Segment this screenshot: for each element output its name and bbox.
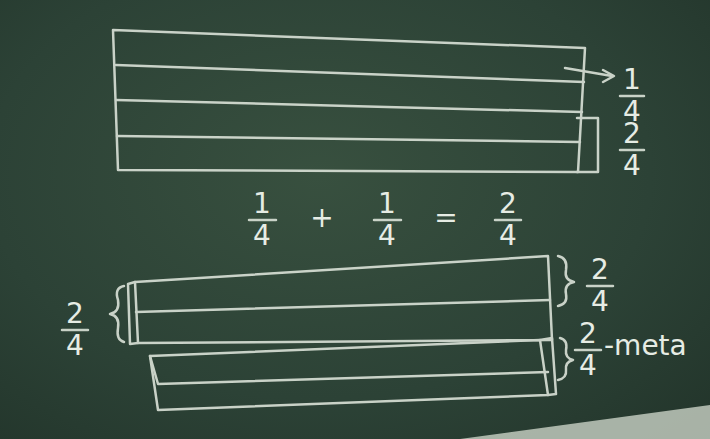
strip-edge <box>150 356 548 384</box>
brace <box>558 256 574 306</box>
brace <box>558 338 573 380</box>
chalk-label: 2 <box>591 256 609 284</box>
chalk-label: 4 <box>499 222 517 250</box>
brace <box>110 286 124 342</box>
chalk-label: 2 <box>623 120 641 148</box>
strip-end <box>540 338 556 395</box>
chalk-label: 1 <box>623 66 641 94</box>
chalk-label: 1 <box>378 190 396 218</box>
chalk-label: 4 <box>579 352 597 380</box>
two-quarter-strip <box>150 340 548 410</box>
chalk-label: = <box>434 204 457 232</box>
chalk-label: 2 <box>66 300 84 328</box>
bracket <box>577 118 598 172</box>
quarter-line <box>116 100 582 112</box>
chalk-label: 4 <box>591 288 609 316</box>
chalk-label: + <box>310 204 333 232</box>
board-ledge <box>460 405 710 439</box>
chalk-label: -meta <box>604 332 687 360</box>
whole-rectangle <box>113 30 585 172</box>
chalk-label: 1 <box>253 190 271 218</box>
chalk-label: 4 <box>623 152 641 180</box>
quarter-line <box>136 300 550 312</box>
chalk-label: 4 <box>378 222 396 250</box>
two-quarter-strip <box>135 256 552 343</box>
strip-end <box>128 282 138 344</box>
quarter-line <box>116 65 584 82</box>
chalk-label: 4 <box>66 332 84 360</box>
chalk-label: 2 <box>579 320 597 348</box>
chalk-label: 4 <box>253 222 271 250</box>
fraction-bar <box>62 96 644 350</box>
chalk-label: 2 <box>499 190 517 218</box>
quarter-line <box>117 136 580 142</box>
arrow-head <box>603 70 614 82</box>
